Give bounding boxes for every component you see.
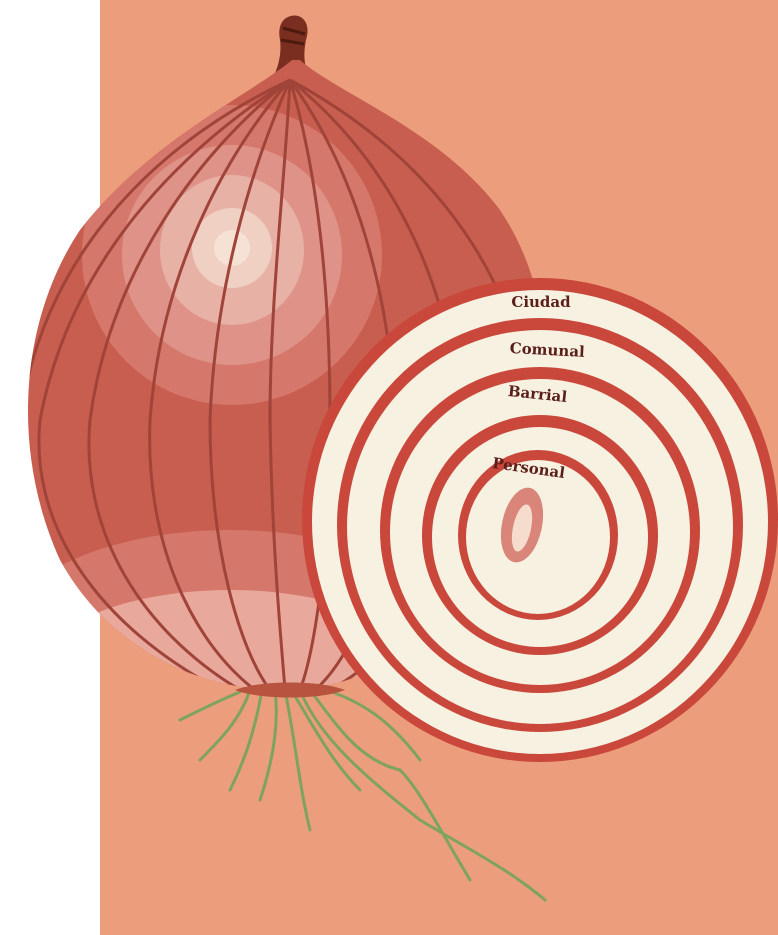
ring-label-ciudad: Ciudad [511,293,571,311]
